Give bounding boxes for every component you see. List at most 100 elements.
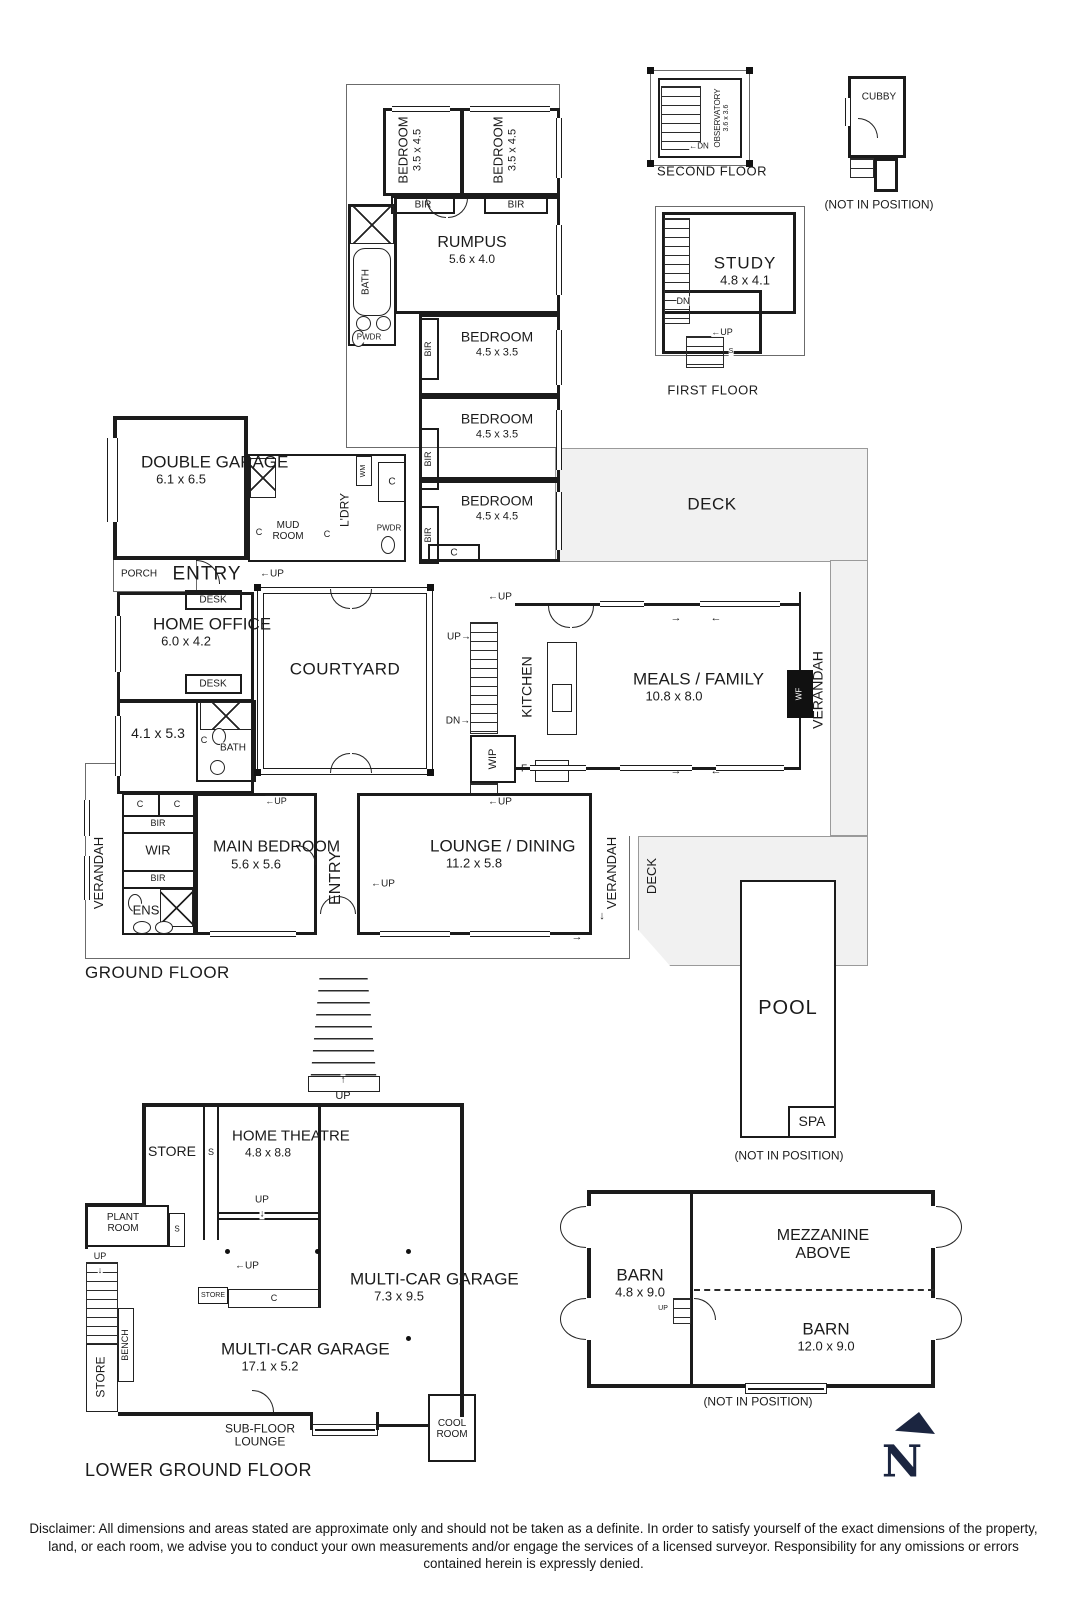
slider-arrow: ← [710, 611, 722, 624]
up-label: UP [255, 1194, 269, 1206]
wall [748, 1388, 824, 1390]
room-dims: 6.1 x 6.5 [156, 471, 206, 487]
stairs [661, 86, 701, 150]
arrow-down-icon: ↓ [97, 1264, 103, 1276]
window [380, 931, 450, 937]
room-dims: 5.6 x 5.6 [231, 856, 281, 872]
second-floor-caption: SECOND FLOOR [656, 163, 768, 179]
study-room [662, 212, 796, 314]
verandah-label: VERANDAH [809, 651, 826, 729]
post [647, 160, 654, 167]
arrow-left-icon: ← [265, 795, 275, 806]
up-label: ←UP [265, 795, 287, 807]
deck-area-right [830, 560, 868, 836]
up-text: UP [720, 326, 733, 337]
courtyard-label: COURTYARD [289, 659, 401, 679]
desk-box [185, 590, 242, 610]
basin [210, 760, 225, 775]
post [427, 769, 434, 776]
window [556, 410, 562, 470]
window [556, 225, 562, 295]
ground-floor-caption: GROUND FLOOR [85, 963, 230, 982]
barn-door-gap [929, 1206, 938, 1248]
bathroom-block [348, 204, 396, 346]
window [556, 330, 562, 385]
store-small-label: STORE [201, 1292, 225, 1300]
cool-room-label: COOL ROOM [436, 1417, 468, 1440]
bir-label: BIR [423, 451, 434, 467]
shower-box [200, 702, 252, 730]
store-area [86, 1344, 118, 1412]
post [746, 67, 753, 74]
ens-label: ENS [132, 902, 160, 919]
wall [376, 1412, 379, 1430]
wing-outline-line [85, 958, 630, 959]
not-in-position-caption: (NOT IN POSITION) [703, 1394, 813, 1409]
room-4153-label: 4.1 x 5.3 [131, 725, 185, 742]
store-cell [198, 1287, 228, 1304]
window [115, 616, 121, 672]
room-dims: 10.8 x 8.0 [645, 688, 703, 704]
up-text: UP [498, 591, 512, 603]
door-arc [560, 1319, 586, 1340]
arrow-left-icon: ← [488, 796, 499, 808]
wir-label: WIR [145, 842, 171, 858]
deck-side-label: DECK [643, 857, 659, 895]
wall [217, 1218, 320, 1220]
room-dims: 4.8 x 4.1 [720, 272, 770, 288]
home-theatre-label: HOME THEATRE 4.8 x 8.8 [232, 1128, 350, 1160]
bedroom-c-label: BEDROOM 4.5 x 3.5 [461, 329, 533, 359]
post [254, 584, 261, 591]
window [716, 765, 784, 771]
main-bedroom-label: MAIN BEDROOM 5.6 x 5.6 [213, 838, 340, 872]
pwdr-label: PWDR [376, 523, 402, 534]
room-name: MEALS / FAMILY [633, 669, 765, 689]
arrow-right-icon: → [460, 715, 471, 727]
up-label: UP [335, 1089, 351, 1102]
bedroom-b-label: BEDROOM 3.5 x 4.5 [490, 116, 518, 183]
wall [378, 1424, 430, 1427]
basin [155, 921, 173, 934]
courtyard-outline [257, 587, 433, 775]
room-dims: 12.0 x 9.0 [797, 1338, 855, 1354]
window [210, 931, 296, 937]
window [470, 931, 550, 937]
closet-label: C [136, 798, 144, 809]
s-label: S [207, 1146, 215, 1158]
column-dot [225, 1249, 230, 1254]
fridge-label: F [520, 763, 528, 775]
arrow-left-icon: ← [235, 1260, 246, 1272]
north-arrow-icon [895, 1412, 935, 1434]
observatory-label: OBSERVATORY 3.6 x 3.6 [713, 88, 730, 147]
room-name: MULTI-CAR GARAGE [350, 1269, 519, 1289]
slider-arrow: ↓ [599, 909, 605, 922]
wall [217, 1212, 320, 1214]
cubby-room [848, 76, 906, 158]
pwdr-label: PWDR [356, 332, 382, 343]
up-label: ←UP [488, 796, 512, 808]
cooktop [552, 684, 572, 712]
bench-label: BENCH [120, 1329, 131, 1361]
room-dims: 6.0 x 4.2 [161, 633, 211, 649]
north-letter: N [881, 1436, 923, 1488]
up-text: UP [274, 795, 287, 806]
store-label: STORE [148, 1143, 196, 1160]
second-floor-outline [650, 70, 750, 166]
door-arc [560, 1206, 586, 1227]
post [746, 160, 753, 167]
dn-label: DN [676, 295, 690, 307]
arrow-left-icon: ← [689, 141, 698, 151]
wing-outline-line [629, 836, 630, 959]
desk-label: DESK [199, 678, 227, 690]
bir-cell-c [419, 318, 439, 380]
shower-box [350, 206, 394, 244]
bathroom2-block [196, 700, 256, 782]
wall [122, 870, 195, 872]
mud-room-block [248, 454, 406, 562]
bir-label: BIR [150, 817, 166, 829]
multi-car-garage-upper-label: MULTI-CAR GARAGE 7.3 x 9.5 [350, 1269, 519, 1305]
up-label: UP [93, 1250, 107, 1262]
post [254, 769, 261, 776]
up-label: UP [658, 1305, 668, 1313]
toilet [381, 536, 395, 554]
